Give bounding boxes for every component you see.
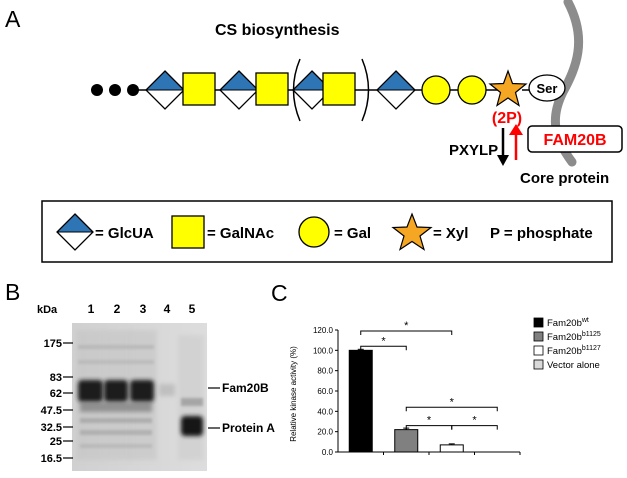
glcua-diamond-icon [145,70,185,110]
significance-star: * [450,396,455,408]
lane-label: 1 [88,302,95,316]
fam20b-band-label: Fam20B [222,381,269,395]
y-axis-label: Relative kinase activity (%) [289,346,298,442]
legend-swatch [533,317,544,328]
legend-xyl-label: = Xyl [433,225,468,242]
chart-bars [348,348,464,453]
legend-galnac-label: = GalNAc [207,225,274,242]
galnac-square-icon [322,72,356,106]
legend-label: Fam20bb1127 [547,345,601,357]
western-blot-image [72,323,207,471]
galnac-square-icon [182,72,216,106]
significance-bracket [360,345,407,351]
legend-swatch [533,359,544,370]
protein-a-band-label: Protein A [222,421,275,435]
ellipsis-dot [127,84,139,96]
panel-a: A CS biosynthesis [5,0,623,263]
fam20b-label: FAM20B [543,132,606,149]
xyl-star-icon [488,69,528,107]
marker-label: 47.5 [41,405,62,417]
bar [394,429,419,453]
lane-label: 4 [164,302,171,316]
phosphorylation-label: (2P) [492,110,522,127]
significance-brackets: * * * * * [360,320,498,430]
legend-label: Vector alone [547,360,600,371]
marker-label: 175 [44,338,62,350]
legend-label: Fam20bb1125 [547,331,601,343]
legend-galnac-square-icon [171,215,205,249]
panel-c: C Relative kinase activity (%) 0.0 20.0 40… [271,280,601,457]
lane-label: 2 [114,302,121,316]
panel-a-title: CS biosynthesis [215,22,340,39]
ser-label: Ser [537,81,558,96]
marker-label: 83 [50,372,62,384]
core-protein-label: Core protein [520,170,609,187]
legend-swatch [533,345,544,356]
legend-gal-label: = Gal [334,225,371,242]
legend-swatch [533,331,544,342]
y-tick-label: 120.0 [313,326,334,335]
ellipsis-dot [91,84,103,96]
significance-star: * [381,335,386,347]
panel-a-letter: A [5,6,21,32]
marker-label: 16.5 [41,453,62,465]
lane-label: 5 [189,302,196,316]
significance-bracket [405,406,498,412]
significance-star: * [404,320,409,332]
y-tick-label: 40.0 [317,407,333,416]
legend-glcua-diamond-icon [56,213,94,251]
galnac-square-icon [255,72,289,106]
pxylp-arrow-head-icon [497,155,509,166]
legend-gal-circle-icon [298,216,330,248]
y-tick-label: 60.0 [317,387,333,396]
kda-label: kDa [37,304,58,316]
panel-b: B kDa 1 2 3 4 5 [5,279,275,471]
significance-bracket [451,425,498,430]
y-tick-label: 100.0 [313,346,334,355]
legend-label: Fam20bwt [547,317,589,329]
marker-label: 25 [50,436,62,448]
significance-star: * [472,415,477,427]
panel-b-letter: B [5,279,20,305]
legend-xyl-star-icon [391,212,433,251]
y-tick-label: 20.0 [317,428,333,437]
y-tick-label: 0.0 [322,448,334,457]
fam20b-arrow-head-icon [509,124,523,135]
gal-circle-icon [457,75,487,105]
pxylp-label: PXYLP [449,142,498,159]
gal-circle-icon [421,75,451,105]
y-tick-label: 80.0 [317,367,333,376]
ser-ellipse [528,74,566,102]
legend-glcua-label: = GlcUA [95,225,154,242]
bar [439,444,464,453]
glcua-diamond-icon [376,70,416,110]
bar [348,349,373,453]
panel-c-letter: C [271,280,288,306]
legend-phosphate-label: P = phosphate [490,225,593,242]
significance-bracket [360,330,453,336]
chart-axes: 0.0 20.0 40.0 60.0 80.0 100.0 120.0 [313,326,521,457]
significance-star: * [427,415,432,427]
repeat-bracket-right [361,58,370,122]
fam20b-box [527,125,623,153]
marker-label: 32.5 [41,422,62,434]
glcua-diamond-icon [219,70,259,110]
marker-label: 62 [50,388,62,400]
ellipsis-dot [109,84,121,96]
lane-label: 3 [140,302,147,316]
